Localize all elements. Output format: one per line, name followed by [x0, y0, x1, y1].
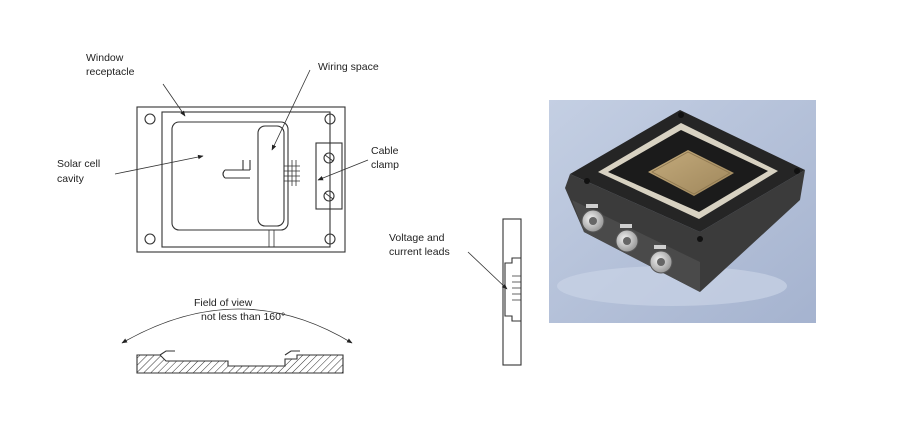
cable-clamp-arrow — [317, 159, 369, 181]
wiring-space-outline — [257, 125, 285, 227]
solar-cell-cavity-outline — [171, 121, 289, 231]
connector-icon — [649, 250, 673, 274]
wiring-space-arrow — [271, 69, 311, 151]
top-view-drawing — [136, 106, 346, 253]
mounting-hole — [324, 233, 336, 245]
cross-section-drawing — [121, 308, 353, 374]
side-view-outline — [502, 218, 522, 366]
solar-cell-holder-photo — [549, 100, 816, 323]
mounting-hole — [324, 113, 336, 125]
window-receptacle-outline — [161, 111, 331, 248]
connector-icon — [615, 229, 639, 253]
field-of-view-arc — [121, 308, 353, 344]
window-receptacle-arrow — [162, 83, 186, 117]
label-solar-cell-cavity: Solar cell cavity — [57, 158, 103, 185]
label-wiring-space: Wiring space — [318, 61, 379, 73]
label-field-of-view: Field of view not less than 160° — [194, 297, 285, 323]
voltage-leads-arrow — [467, 251, 508, 290]
solar-cell-cavity-arrow — [114, 154, 204, 175]
label-cable-clamp: Cable clamp — [371, 145, 401, 171]
mounting-hole — [144, 113, 156, 125]
cable-clamp-outline — [315, 142, 343, 210]
holder-outline — [136, 106, 346, 253]
side-view-drawing — [502, 218, 522, 366]
mounting-hole — [144, 233, 156, 245]
label-voltage-current-leads: Voltage and current leads — [389, 232, 450, 258]
label-window-receptacle: Window receptacle — [86, 52, 135, 78]
connector-icon — [581, 209, 605, 233]
